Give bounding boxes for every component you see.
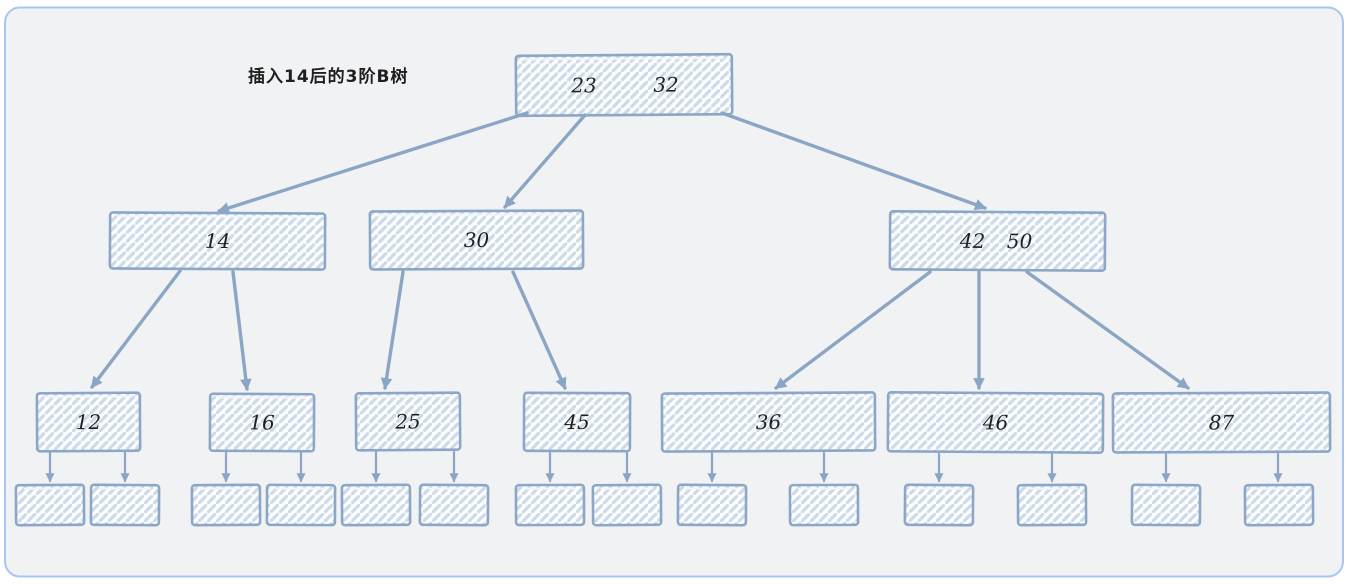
btree-key-30: 30 [464, 228, 490, 252]
btree-leaf-placeholder-box [1016, 483, 1088, 527]
btree-node-46-box [886, 391, 1105, 454]
btree-leaf-placeholder-box [190, 483, 262, 527]
btree-leaf-placeholder [1243, 483, 1315, 527]
btree-key-16: 16 [249, 410, 275, 434]
btree-key-23: 23 [570, 73, 597, 97]
btree-key-87: 87 [1209, 410, 1235, 434]
sketch-overdraw-line [896, 394, 1096, 399]
btree-leaf-placeholder [903, 483, 975, 527]
edge-arrow [1025, 270, 1190, 390]
btree-node-36: 36 [660, 391, 877, 453]
btree-node-12-box [35, 391, 142, 453]
btree-node-23-32-box [514, 52, 734, 118]
btree-leaf-placeholder [514, 483, 586, 527]
btree-node-30-box [368, 209, 585, 271]
edge-arrow [503, 113, 587, 209]
btree-leaf-placeholder [591, 483, 663, 527]
edge-arrow [217, 111, 529, 214]
btree-leaf-placeholder-box [591, 483, 663, 527]
btree-leaf-placeholder-box [676, 483, 748, 527]
btree-node-12: 12 [35, 391, 142, 453]
sketch-overdraw-line [377, 213, 575, 217]
btree-node-25-box [354, 391, 462, 452]
btree-node-23-32: 23 32 [514, 52, 734, 118]
btree-key-50: 50 [1007, 229, 1033, 253]
btree-node-16-box [208, 392, 316, 453]
btree-leaf-placeholder [676, 483, 748, 527]
btree-key-14: 14 [205, 229, 231, 253]
btree-leaf-placeholder [788, 483, 860, 527]
btree-node-45-box [522, 391, 632, 453]
diagram-title: 插入14后的3阶B树 [248, 66, 408, 87]
btree-leaf-placeholder-box [265, 483, 337, 527]
btree-leaf-placeholder-box [1130, 483, 1202, 527]
btree-key-12: 12 [76, 410, 102, 434]
btree-edges-layer [45, 111, 1283, 483]
btree-node-45: 45 [522, 391, 632, 453]
btree-leaf-placeholder [1016, 483, 1088, 527]
sketch-overdraw-line [1120, 395, 1322, 399]
btree-leaf-placeholder-box [418, 483, 490, 527]
edge-arrow [380, 270, 405, 390]
btree-leaf-placeholder-box [1243, 483, 1315, 527]
edge-arrow [511, 270, 567, 390]
btree-leaf-placeholder [418, 483, 490, 527]
edge-arrow [231, 270, 252, 391]
btree-node-87-box [1111, 391, 1332, 454]
btree-leaf-placeholder-box [340, 483, 412, 527]
btree-node-14: 14 [108, 211, 327, 271]
btree-key-45: 45 [563, 410, 590, 434]
btree-node-87: 87 [1111, 391, 1332, 454]
sketch-overdraw-line [118, 215, 318, 219]
btree-leaf-placeholder [89, 483, 161, 527]
btree-leaf-placeholder [190, 483, 262, 527]
edge-arrow [774, 270, 932, 390]
btree-node-16: 16 [208, 392, 316, 453]
btree-nodes-layer: 23 32 14 30 42 50 12 16 25 45 36 46 87 [14, 52, 1332, 527]
btree-leaf-placeholder [1130, 483, 1202, 527]
edge-arrow [90, 269, 182, 389]
btree-key-42: 42 [959, 229, 986, 253]
btree-key-46: 46 [982, 410, 1009, 434]
btree-leaf-placeholder-box [903, 483, 975, 527]
sketch-overdraw-line [669, 395, 867, 399]
sketch-overdraw-line [44, 395, 132, 398]
btree-leaf-placeholder [340, 483, 412, 527]
btree-node-25: 25 [354, 391, 462, 452]
btree-leaf-placeholder-box [788, 483, 860, 527]
btree-leaf-placeholder-box [89, 483, 161, 527]
btree-leaf-placeholder-box [514, 483, 586, 527]
sketch-overdraw-line [363, 395, 452, 398]
btree-node-46: 46 [886, 391, 1105, 454]
btree-key-36: 36 [756, 410, 782, 434]
btree-node-42-50: 42 50 [888, 209, 1107, 273]
btree-node-30: 30 [368, 209, 585, 271]
btree-key-25: 25 [394, 409, 421, 433]
btree-node-42-50-box [888, 209, 1107, 273]
btree-key-32: 32 [653, 73, 679, 97]
btree-node-36-box [660, 391, 877, 453]
edge-arrow [720, 111, 987, 211]
sketch-overdraw-line [523, 56, 724, 61]
btree-leaf-placeholder-box [14, 483, 86, 527]
sketch-overdraw-line [898, 213, 1098, 218]
btree-leaf-placeholder [14, 483, 86, 527]
btree-leaf-placeholder [265, 483, 337, 527]
